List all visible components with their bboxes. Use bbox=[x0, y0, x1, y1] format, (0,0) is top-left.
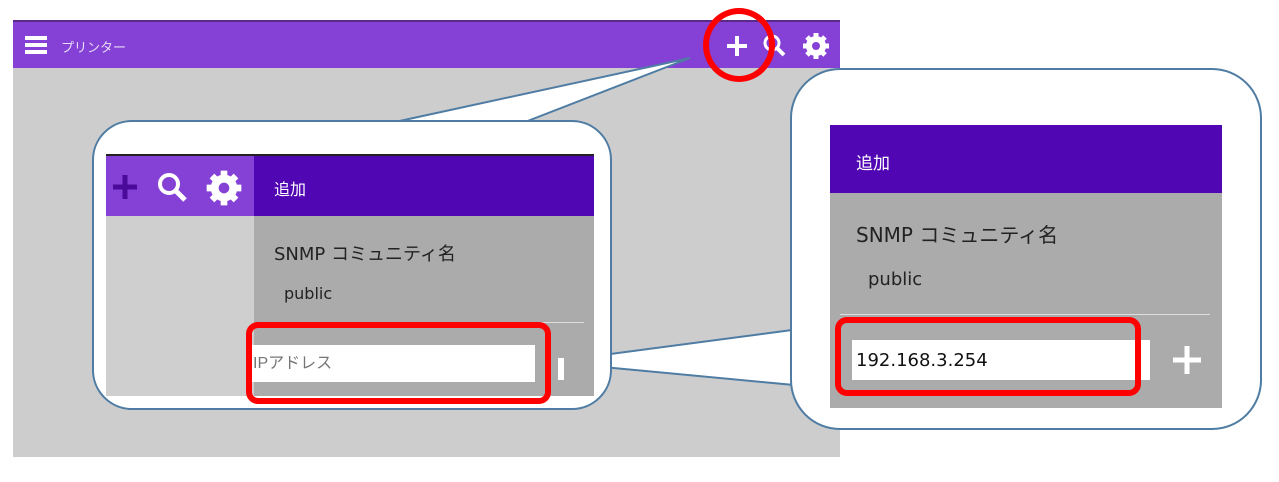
add-panel-title: 追加 bbox=[856, 154, 890, 174]
add-icon[interactable] bbox=[1172, 345, 1202, 375]
toolbar-left bbox=[106, 156, 254, 216]
add-panel-header: 追加 bbox=[254, 156, 594, 216]
add-panel-header: 追加 bbox=[830, 125, 1222, 193]
add-screen-preview: 追加 SNMP コミュニティ名 public bbox=[106, 154, 594, 396]
gear-icon[interactable] bbox=[801, 31, 831, 61]
snmp-community-label: SNMP コミュニティ名 bbox=[856, 223, 1059, 247]
snmp-community-label: SNMP コミュニティ名 bbox=[274, 244, 456, 265]
snmp-community-value[interactable]: public bbox=[868, 269, 923, 290]
gear-icon[interactable] bbox=[204, 168, 244, 208]
filled-screen-preview: 追加 SNMP コミュニティ名 public 192.168.3.254 bbox=[830, 125, 1222, 408]
app-toolbar: プリンター bbox=[13, 20, 840, 68]
ip-input-highlight bbox=[835, 317, 1141, 396]
ip-input-highlight bbox=[246, 322, 551, 404]
add-panel-title: 追加 bbox=[274, 180, 307, 199]
add-highlight-circle bbox=[703, 8, 775, 82]
menu-icon[interactable] bbox=[25, 36, 47, 54]
add-panel-body: SNMP コミュニティ名 public bbox=[249, 216, 594, 396]
snmp-community-value[interactable]: public bbox=[284, 284, 333, 303]
search-icon[interactable] bbox=[156, 171, 188, 203]
divider bbox=[840, 314, 1210, 315]
ip-address-input[interactable] bbox=[249, 345, 535, 382]
app-title: プリンター bbox=[61, 41, 127, 56]
add-icon[interactable] bbox=[112, 174, 138, 200]
ip-address-input[interactable]: 192.168.3.254 bbox=[852, 340, 1150, 380]
add-button-partial[interactable] bbox=[558, 358, 564, 380]
